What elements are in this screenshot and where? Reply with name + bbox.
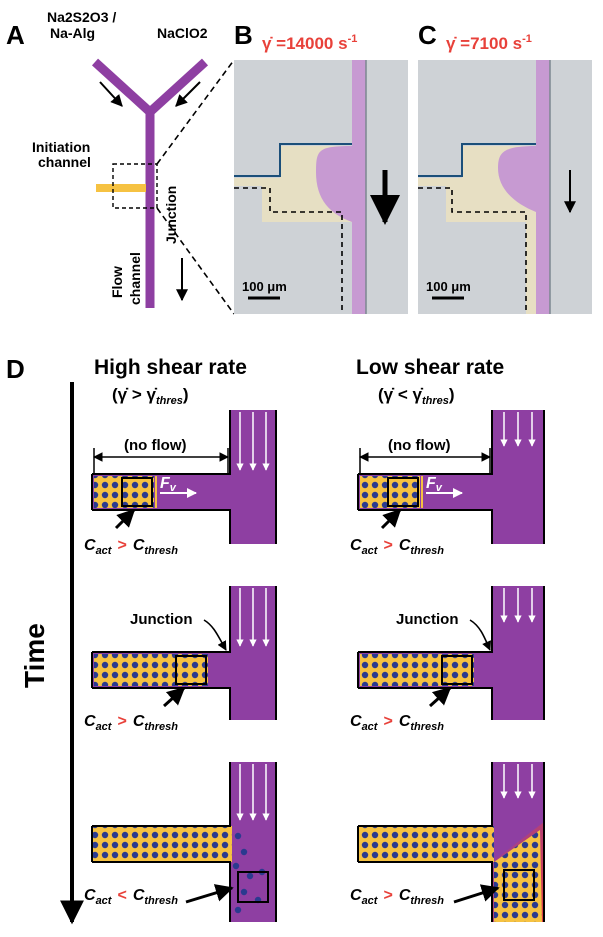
concentration-relation-left-row3: Cact<Cthresh bbox=[84, 887, 178, 907]
schematic-left-row3 bbox=[91, 762, 277, 922]
junction-box bbox=[112, 163, 158, 209]
micrograph-c bbox=[418, 60, 592, 314]
concentration-relation-left-row2: Cact>Cthresh bbox=[84, 713, 178, 733]
left-column-condition: (γ̇ > γ̇thres) bbox=[112, 385, 189, 407]
no-flow-label-right: (no flow) bbox=[388, 437, 450, 454]
initiation-label-1: Initiation bbox=[32, 139, 90, 155]
reagent-left-label-1: Na2S2O3 / bbox=[47, 9, 116, 25]
shear-rate-b: γ̇ =14000 s-1 bbox=[262, 33, 357, 53]
viscous-force-label-right: Fv bbox=[426, 475, 443, 494]
schematic-right-row3 bbox=[357, 762, 545, 922]
reagent-left-label-2: Na-Alg bbox=[50, 25, 95, 41]
concentration-relation-right-row1: Cact>Cthresh bbox=[350, 537, 444, 557]
concentration-relation-left-row1: Cact>Cthresh bbox=[84, 537, 178, 557]
no-flow-label-left: (no flow) bbox=[124, 437, 186, 454]
right-column-condition: (γ̇ < γ̇thres) bbox=[378, 385, 455, 407]
panel-label-b: B bbox=[234, 20, 253, 50]
micrograph-b bbox=[234, 60, 408, 314]
schematic-right-row2 bbox=[357, 586, 545, 720]
flow-label-1: Flow bbox=[109, 266, 125, 298]
arrow-right-inlet bbox=[175, 81, 201, 107]
shear-rate-c: γ̇ =7100 s-1 bbox=[446, 33, 532, 53]
reagent-right-label: NaClO2 bbox=[157, 25, 208, 41]
scale-bar-b: 100 μm bbox=[242, 279, 287, 294]
junction-label-right: Junction bbox=[396, 611, 459, 628]
viscous-force-label-left: Fv bbox=[160, 475, 177, 494]
junction-label-left: Junction bbox=[130, 611, 193, 628]
panel-a-device bbox=[91, 58, 235, 315]
scale-bar-c: 100 μm bbox=[426, 279, 471, 294]
concentration-relation-right-row3: Cact>Cthresh bbox=[350, 887, 444, 907]
schematic-right-row1 bbox=[357, 410, 545, 544]
left-column-title: High shear rate bbox=[94, 356, 247, 379]
flow-label-2: channel bbox=[127, 252, 143, 305]
initiation-label-2: channel bbox=[38, 154, 91, 170]
concentration-relation-right-row2: Cact>Cthresh bbox=[350, 713, 444, 733]
initiation-channel-bar bbox=[96, 184, 146, 192]
schematic-left-row2 bbox=[91, 586, 277, 720]
panel-label-c: C bbox=[418, 20, 437, 50]
schematic-left-row1 bbox=[91, 410, 277, 544]
right-column-title: Low shear rate bbox=[356, 356, 504, 379]
time-label: Time bbox=[19, 623, 50, 688]
arrow-left-inlet bbox=[99, 81, 123, 107]
junction-label-a: Junction bbox=[163, 186, 179, 244]
panel-label-a: A bbox=[6, 20, 25, 50]
panel-label-d: D bbox=[6, 354, 25, 384]
